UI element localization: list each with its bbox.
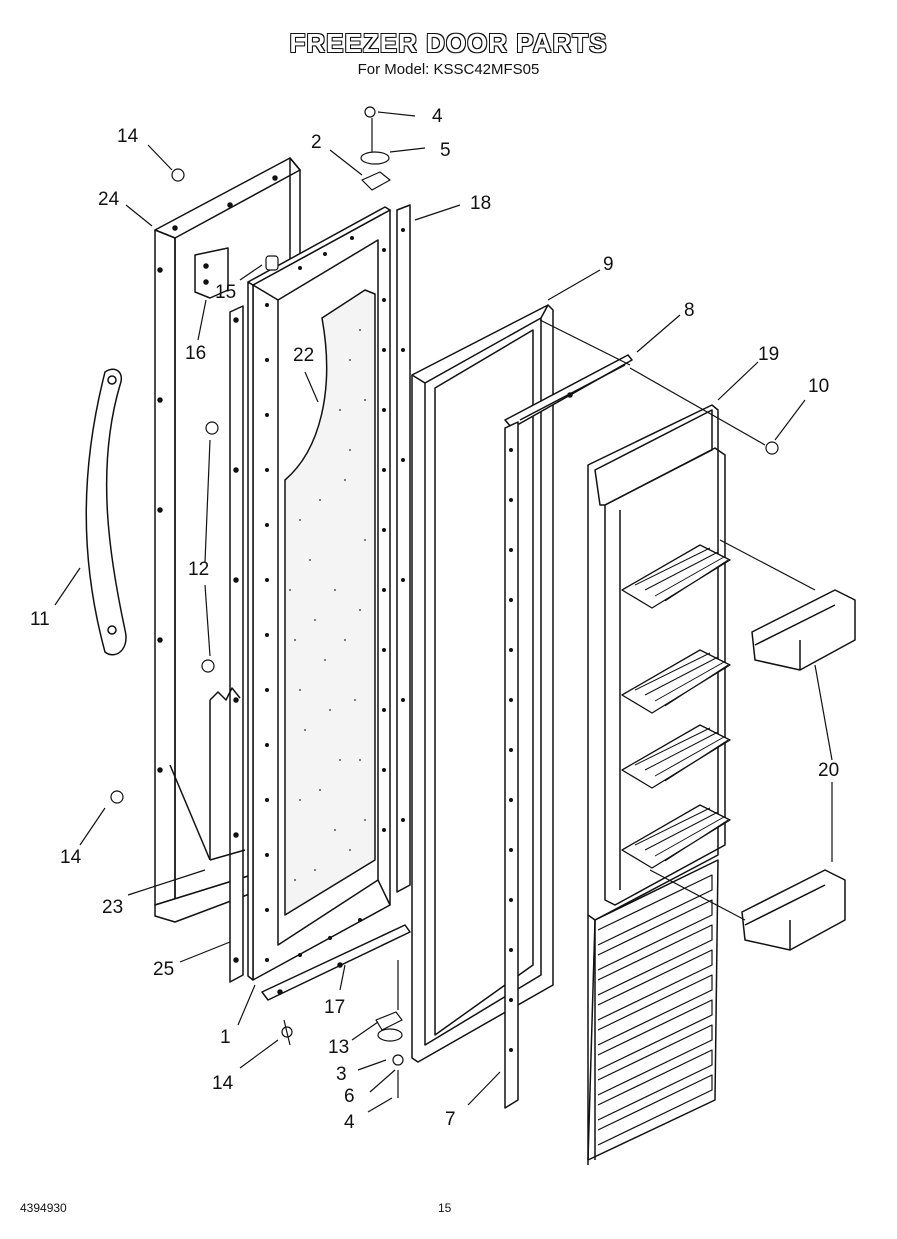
page-number: 15: [438, 1201, 452, 1215]
callout-14-top: 14: [117, 126, 139, 147]
foam-insulation: [284, 289, 376, 916]
callout-15: 15: [215, 282, 236, 303]
callout-20: 20: [818, 760, 839, 781]
door-bin-upper: [751, 589, 856, 671]
callout-14-bottom: 14: [212, 1073, 234, 1094]
model-subtitle: For Model: KSSC42MFS05: [357, 61, 540, 78]
callout-18: 18: [470, 193, 491, 214]
hinge-bracket: [194, 247, 229, 299]
callout-11: 11: [30, 609, 50, 630]
callout-1: 1: [220, 1027, 231, 1048]
door-liner: [587, 404, 731, 1165]
callout-25: 25: [153, 959, 174, 980]
door-bin-lower: [741, 869, 846, 951]
callout-7: 7: [445, 1109, 456, 1130]
page-title: FREEZER DOOR PARTS: [289, 28, 608, 58]
callout-8: 8: [684, 300, 695, 321]
callout-12: 12: [188, 559, 209, 580]
door-handle: [85, 368, 127, 656]
right-trim-strip: [396, 204, 411, 893]
screws: [110, 106, 779, 1098]
door-gasket: [411, 304, 554, 1063]
side-trim-strip: [229, 305, 244, 983]
bottom-trim: [261, 924, 411, 1001]
callout-19: 19: [758, 344, 779, 365]
callout-4-bottom: 4: [344, 1112, 355, 1133]
callout-14-mid: 14: [60, 847, 82, 868]
callout-23: 23: [102, 897, 123, 918]
callout-10: 10: [808, 376, 829, 397]
callout-5: 5: [440, 140, 451, 161]
callout-22: 22: [293, 345, 314, 366]
leader-lines: [54, 111, 833, 1113]
callout-17: 17: [324, 997, 345, 1018]
part-number: 4394930: [20, 1201, 67, 1215]
cutaway-line: [209, 687, 241, 701]
callout-16: 16: [185, 343, 206, 364]
callout-24: 24: [98, 189, 120, 210]
callout-2: 2: [311, 132, 322, 153]
callout-4-top: 4: [432, 106, 443, 127]
callout-labels: 4 5 2 14 24 18 15 16 9 8 19 10 22 12 11 …: [30, 106, 839, 1133]
callout-13: 13: [328, 1037, 349, 1058]
callout-9: 9: [603, 254, 614, 275]
callout-6: 6: [344, 1086, 355, 1107]
callout-3: 3: [336, 1064, 347, 1085]
side-retainer: [504, 421, 519, 1109]
